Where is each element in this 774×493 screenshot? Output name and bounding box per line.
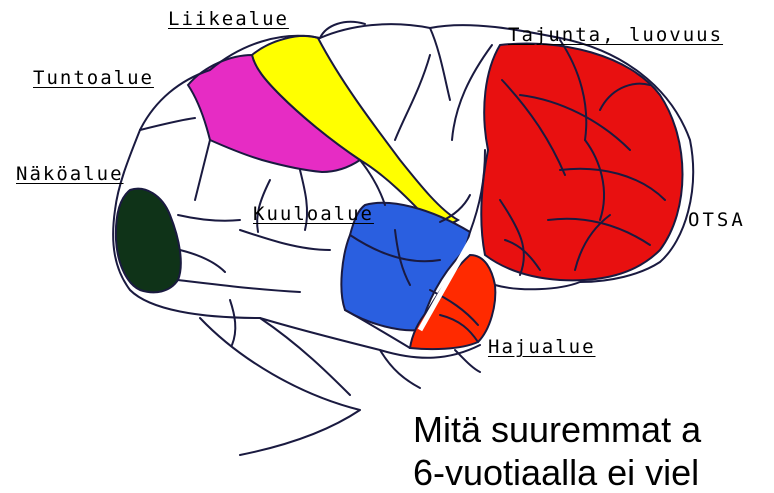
label-sensory-area: Tuntoalue bbox=[33, 69, 154, 88]
label-consciousness-area: Tajunta, luovuus bbox=[508, 26, 723, 45]
label-auditory-area: Kuuloalue bbox=[253, 205, 374, 224]
visual-region bbox=[116, 189, 181, 293]
caption-line-2: 6-vuotiaalla ei viel bbox=[413, 455, 699, 491]
label-frontal: OTSA bbox=[688, 211, 746, 230]
caption-line-1: Mitä suuremmat a bbox=[413, 412, 701, 448]
label-motor-area: Liikealue bbox=[168, 10, 289, 29]
frontal-region bbox=[481, 43, 682, 280]
label-olfactory-area: Hajualue bbox=[488, 338, 596, 357]
label-visual-area: Näköalue bbox=[16, 165, 124, 184]
